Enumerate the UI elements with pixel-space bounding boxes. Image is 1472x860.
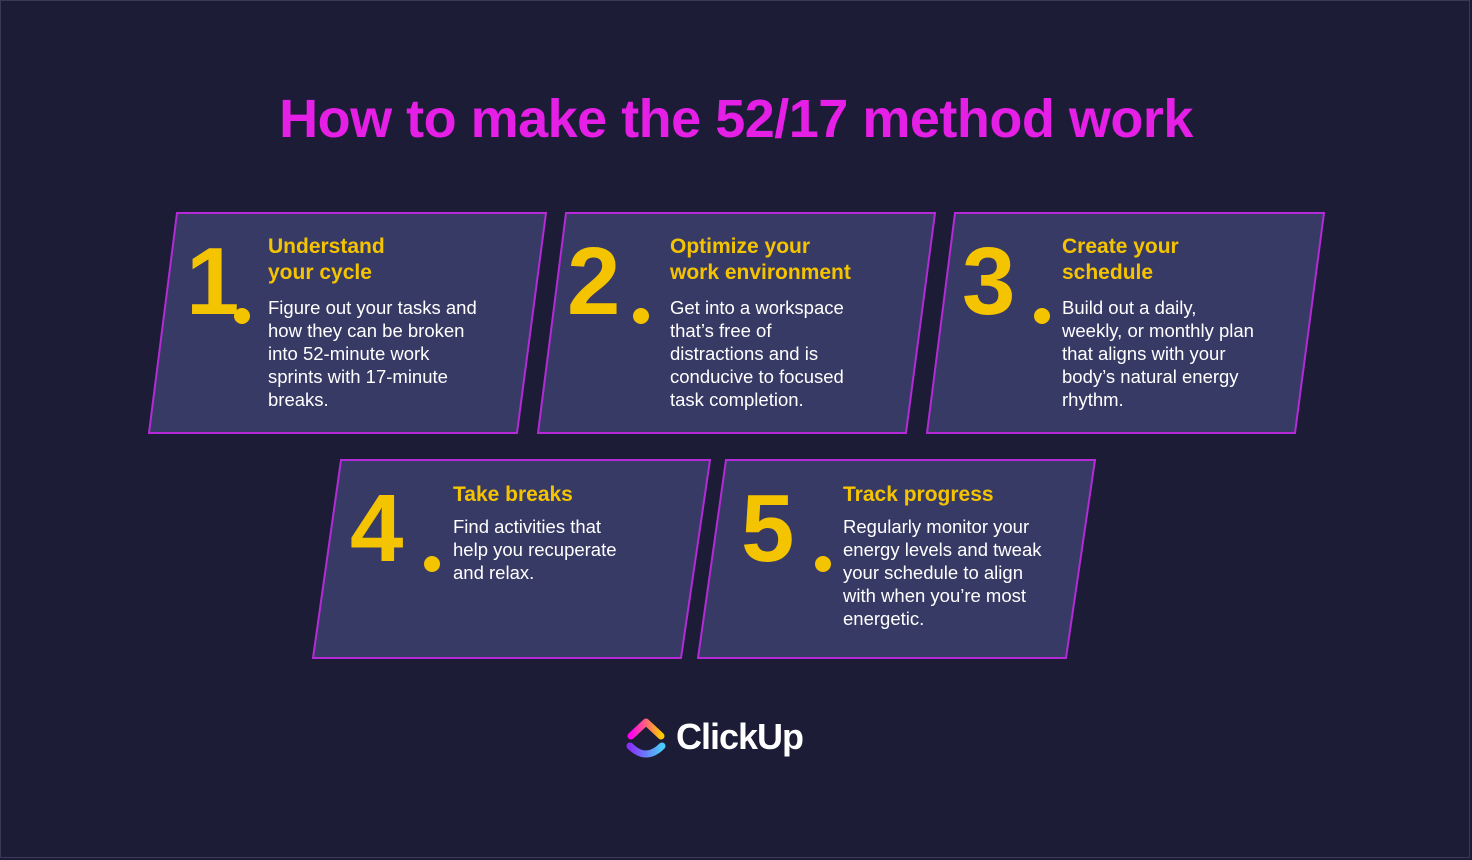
- card-shape: [537, 212, 937, 434]
- step-number-dot: [1034, 308, 1050, 324]
- step-number: 5: [741, 475, 794, 582]
- step-card-5: 5 Track progress Regularly monitor your …: [697, 459, 1097, 659]
- card-shape: [926, 212, 1326, 434]
- step-number-dot: [234, 308, 250, 324]
- clickup-logo-icon: [626, 718, 666, 758]
- step-heading: Take breaks: [453, 483, 573, 506]
- step-description: Find activities that help you recuperate…: [453, 516, 617, 583]
- step-number: 2: [567, 228, 620, 335]
- card-shape: [312, 459, 712, 659]
- step-number-dot: [815, 556, 831, 572]
- step-heading: Track progress: [843, 483, 994, 506]
- step-description: Get into a workspace that’s free of dist…: [670, 297, 844, 410]
- page-title: How to make the 52/17 method work: [279, 89, 1193, 149]
- clickup-logo-text: ClickUp: [676, 716, 804, 757]
- step-description: Regularly monitor your energy levels and…: [843, 516, 1042, 629]
- clickup-logo: ClickUp: [626, 712, 804, 762]
- step-number-dot: [633, 308, 649, 324]
- card-shape: [697, 459, 1097, 659]
- step-number: 4: [350, 475, 403, 582]
- step-description: Build out a daily, weekly, or monthly pl…: [1062, 297, 1254, 410]
- step-number: 3: [962, 228, 1015, 335]
- step-description: Figure out your tasks and how they can b…: [268, 297, 477, 410]
- step-card-4: 4 Take breaks Find activities that help …: [312, 459, 712, 659]
- step-number-dot: [424, 556, 440, 572]
- card-shape: [148, 212, 548, 434]
- step-number: 1: [186, 228, 239, 335]
